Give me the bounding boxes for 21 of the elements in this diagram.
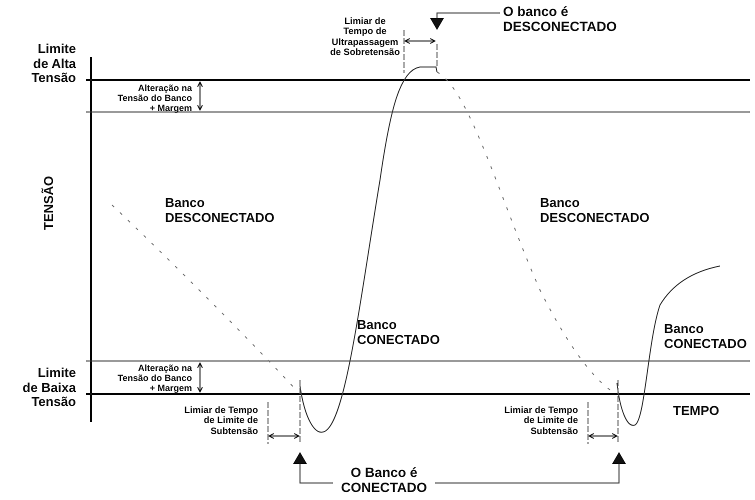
margin-label: Alteração na Tensão do Banco + Margem — [116, 83, 192, 114]
state-label: Banco CONECTADO — [664, 322, 748, 352]
limit-label: Limite de Alta Tensão — [30, 42, 76, 86]
leader-line — [436, 12, 500, 18]
time-threshold-label: Limiar de Tempo de Limite de Subtensão — [503, 405, 578, 436]
limit-label: Limite de Baixa Tensão — [22, 366, 76, 410]
axis-label: TENSÃO — [42, 176, 57, 230]
callout-label: O Banco é CONECTADO — [336, 465, 432, 497]
time-threshold-label: Limiar de Tempo de Limite de Subtensão — [183, 405, 258, 436]
time-threshold-label: Limiar de Tempo de Ultrapassagem de Sobretensão — [330, 16, 400, 58]
state-label: Banco DESCONECTADO — [540, 196, 651, 226]
state-label: Banco DESCONECTADO — [165, 196, 276, 226]
marker-triangle — [612, 452, 626, 464]
axis-label: TEMPO — [673, 404, 720, 419]
marker-triangle — [430, 18, 444, 30]
marker-triangle — [293, 452, 307, 464]
margin-label: Alteração na Tensão do Banco + Margem — [116, 363, 192, 394]
callout-label: O banco é DESCONECTADO — [503, 4, 633, 40]
state-label: Banco CONECTADO — [357, 318, 441, 348]
leader-line — [300, 464, 334, 484]
leader-line — [434, 464, 620, 484]
